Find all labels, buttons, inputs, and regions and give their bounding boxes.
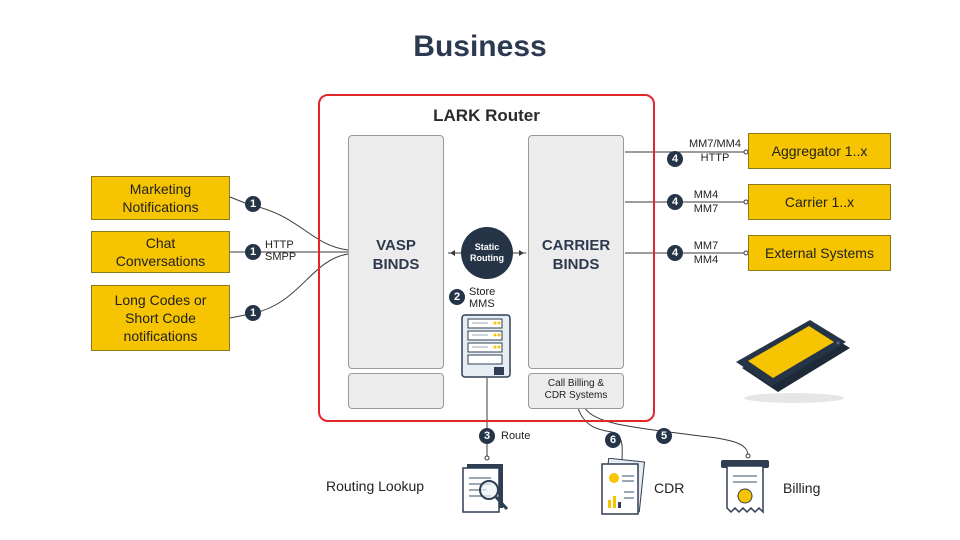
left-protocol-http: HTTP xyxy=(265,239,294,251)
source-chat-line2: Conversations xyxy=(115,253,206,269)
aggregator-proto1: MM7/MM4 xyxy=(689,138,741,150)
step-badge-1-marketing: 1 xyxy=(245,196,261,212)
step-badge-4-carrier: 4 xyxy=(667,194,683,210)
external-proto2: MM4 xyxy=(693,254,719,266)
static-line1: Static xyxy=(474,242,500,252)
source-long-codes: Long Codes or Short Code notifications xyxy=(91,285,230,351)
left-protocols: HTTP SMPP xyxy=(265,239,296,263)
routing-lookup-icon xyxy=(462,464,509,513)
source-marketing-line2: Notifications xyxy=(122,199,199,215)
external-proto: MM7 MM4 xyxy=(684,240,728,266)
billing-label: Billing xyxy=(783,480,821,496)
static-line2: Routing xyxy=(470,253,504,263)
vasp-lower-panel xyxy=(348,373,444,409)
step-badge-4-external: 4 xyxy=(667,245,683,261)
destination-aggregator: Aggregator 1..x xyxy=(748,133,891,169)
external-proto1: MM7 xyxy=(693,240,719,252)
carrier-binds-panel xyxy=(528,135,624,369)
destination-external-systems: External Systems xyxy=(748,235,891,271)
route-label: Route xyxy=(501,430,531,442)
billing-label-line1: Call Billing & xyxy=(547,378,605,389)
vasp-label-line2: BINDS xyxy=(372,256,420,273)
vasp-binds-panel xyxy=(348,135,444,369)
cdr-label: CDR xyxy=(654,480,685,496)
aggregator-proto2: HTTP xyxy=(700,152,730,164)
vasp-label-line1: VASP xyxy=(376,237,416,254)
destination-carrier: Carrier 1..x xyxy=(748,184,891,220)
step-badge-4-aggregator: 4 xyxy=(667,151,683,167)
step-badge-1-longcodes: 1 xyxy=(245,305,261,321)
routing-lookup-label: Routing Lookup xyxy=(326,478,425,494)
aggregator-proto: MM7/MM4 HTTP xyxy=(684,138,746,164)
billing-label-line2: CDR Systems xyxy=(544,390,608,401)
source-longcodes-line3: notifications xyxy=(123,328,198,344)
source-chat-line1: Chat xyxy=(145,235,176,251)
cdr-document-icon xyxy=(601,458,646,515)
source-longcodes-line1: Long Codes or xyxy=(114,292,207,308)
connector-billing xyxy=(584,407,749,457)
left-protocol-smpp: SMPP xyxy=(265,251,297,263)
carrier-binds-label: CARRIER BINDS xyxy=(528,236,624,274)
carrier-label-line1: CARRIER xyxy=(541,237,611,254)
vasp-binds-label: VASP BINDS xyxy=(348,236,444,274)
store-mms-label: Store MMS xyxy=(469,286,495,310)
store-line2: MMS xyxy=(469,298,495,310)
step-badge-2: 2 xyxy=(449,289,465,305)
carrier-label-line2: BINDS xyxy=(552,256,600,273)
source-marketing-line1: Marketing xyxy=(129,181,192,197)
step-badge-6: 6 xyxy=(605,432,621,448)
billing-receipt-icon xyxy=(721,460,769,514)
carrier-proto1: MM4 xyxy=(693,189,719,201)
carrier-proto2: MM7 xyxy=(693,203,719,215)
router-title: LARK Router xyxy=(433,106,540,125)
billing-cdr-panel: Call Billing & CDR Systems xyxy=(528,373,624,409)
lark-router-frame xyxy=(318,94,655,422)
step-badge-3: 3 xyxy=(479,428,495,444)
server-icon xyxy=(461,314,511,378)
step-badge-5: 5 xyxy=(656,428,672,444)
source-longcodes-line2: Short Code xyxy=(125,310,196,326)
smartphone-icon xyxy=(736,320,850,403)
store-line1: Store xyxy=(469,286,496,298)
page-title: Business xyxy=(413,30,547,63)
carrier-proto: MM4 MM7 xyxy=(684,189,728,215)
step-badge-1-chat: 1 xyxy=(245,244,261,260)
